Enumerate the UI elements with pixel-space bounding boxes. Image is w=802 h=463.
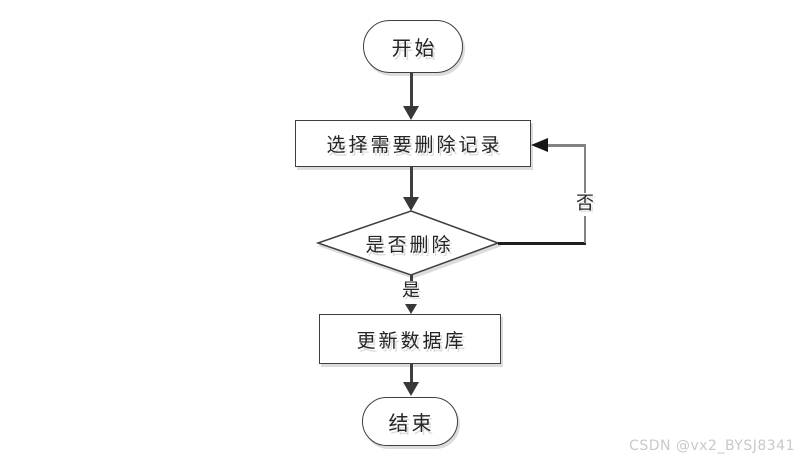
arrowhead-down-icon (403, 382, 419, 396)
loop-line-to-select (547, 144, 586, 147)
arrowhead-down-icon (403, 197, 419, 211)
process-select-record: 选择需要删除记录 (295, 120, 531, 167)
loop-line-vertical-lower (583, 216, 586, 243)
loop-line-from-diamond (498, 242, 586, 245)
decision-node-label: 是否删除 (365, 233, 454, 256)
arrow-line (410, 167, 413, 199)
arrow-line (410, 364, 413, 384)
arrow-line (410, 275, 413, 283)
arrowhead-down-icon (403, 106, 419, 120)
start-node: 开始 (363, 20, 463, 73)
arrowhead-left-icon (531, 138, 548, 152)
update-database-label: 更新数据库 (356, 329, 467, 352)
yes-label: 是 (402, 280, 420, 301)
process-update-database: 更新数据库 (319, 314, 501, 364)
end-node-label: 结束 (388, 411, 435, 435)
no-label: 否 (576, 193, 594, 214)
watermark: CSDN @vx2_BYSJ8341 (629, 438, 795, 454)
decision-node: 是否删除 (315, 209, 501, 277)
start-node-label: 开始 (391, 36, 438, 60)
arrowhead-down-icon (405, 304, 417, 314)
select-record-label: 选择需要删除记录 (326, 134, 503, 156)
end-node: 结束 (362, 397, 458, 446)
arrow-line (410, 73, 413, 108)
loop-line-vertical-upper (583, 145, 586, 193)
